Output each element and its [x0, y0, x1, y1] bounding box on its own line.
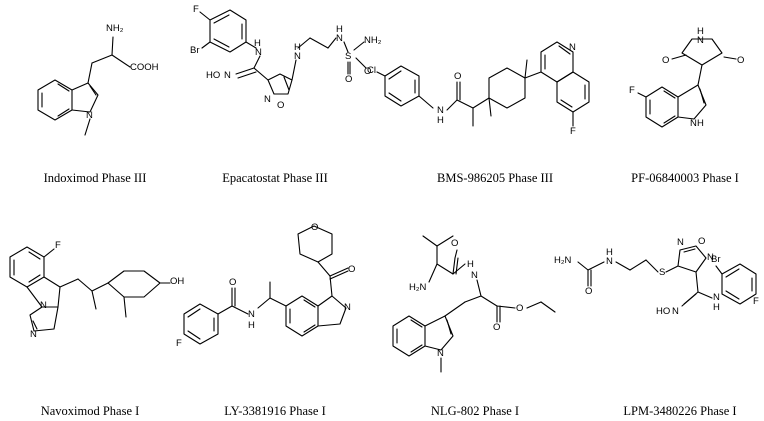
epacatostat-atom-n4: N	[224, 70, 231, 81]
lpm-3480226-atom-br: Br	[711, 254, 721, 265]
nlg-802-structure	[392, 235, 556, 373]
indoximod-atom-cooh: COOH	[130, 62, 159, 73]
bms-986205-atom-n: N	[437, 105, 444, 116]
bms-986205-atom-f: F	[570, 126, 576, 137]
ly-3381916-atom-n: N	[248, 309, 255, 320]
nlg-802-atom-o2: O	[493, 322, 501, 333]
caption-indoximod: Indoximod Phase III	[43, 171, 147, 185]
bms-986205-structure	[376, 41, 590, 127]
lpm-3480226-atom-hon: HO	[656, 306, 671, 317]
nlg-802-atom-h2n: H₂N	[409, 282, 427, 293]
epacatostat-atom-o1: O	[345, 74, 353, 85]
epacatostat-atom-nh1: H	[254, 38, 261, 49]
pf-06840003-atom-o2: O	[737, 55, 745, 66]
ly-3381916-atom-h: H	[248, 320, 255, 331]
compound-indoximod: NH₂ COOH N	[20, 15, 170, 165]
nlg-802-atom-o1: O	[451, 238, 459, 249]
caption-epacatostat: Epacatostat Phase III	[222, 171, 328, 185]
indoximod-structure	[37, 36, 131, 136]
epacatostat-atom-nh2b: NH₂	[364, 35, 382, 46]
bms-986205-atom-h: H	[437, 115, 444, 126]
ly-3381916-atom-o1: O	[311, 222, 319, 233]
epacatostat-atom-n2: N	[294, 51, 301, 62]
epacatostat-atom-hon: HO	[206, 70, 221, 81]
pf-06840003-atom-h: H	[697, 26, 704, 37]
pf-06840003-atom-n: N	[697, 35, 704, 46]
epacatostat-atom-f: F	[193, 4, 199, 15]
pf-06840003-atom-ni: N	[690, 118, 697, 129]
epacatostat-atom-o3: O	[277, 100, 285, 111]
lpm-3480226-atom-f: F	[753, 296, 759, 307]
lpm-3480226-atom-h2n: H₂N	[554, 255, 572, 266]
lpm-3480226-atom-n1: N	[606, 256, 613, 267]
compound-lpm-3480226: H₂N O H N S N O N Br F HO N H N	[550, 222, 762, 387]
nlg-802-atom-n1: N	[471, 270, 478, 281]
epacatostat-atom-o2: O	[364, 66, 372, 77]
caption-bms-986205: BMS-986205 Phase III	[437, 171, 553, 185]
nlg-802-atom-h: H	[467, 259, 474, 270]
pf-06840003-atom-hi: H	[697, 118, 704, 129]
lpm-3480226-structure	[577, 245, 757, 307]
ly-3381916-structure	[183, 225, 349, 345]
lpm-3480226-atom-n2: N	[677, 237, 684, 248]
caption-lpm-3480226: LPM-3480226 Phase I	[623, 404, 737, 418]
pf-06840003-atom-f: F	[629, 85, 635, 96]
ly-3381916-atom-n2: N	[344, 302, 351, 313]
compound-ly-3381916: O O O H N N F	[172, 222, 382, 382]
epacatostat-atom-n3: N	[336, 33, 343, 44]
caption-pf-06840003: PF-06840003 Phase I	[631, 171, 739, 185]
lpm-3480226-atom-s: S	[659, 267, 666, 278]
lpm-3480226-atom-h1: H	[606, 247, 613, 258]
compound-epacatostat: F Br H N H N H N S NH₂ O O HO N N O	[188, 2, 388, 167]
pf-06840003-structure	[637, 38, 737, 128]
ly-3381916-atom-o3: O	[348, 264, 356, 275]
bms-986205-atom-cl: Cl	[367, 65, 376, 76]
compound-pf-06840003: H N O O F N H	[620, 15, 760, 165]
caption-ly-3381916: LY-3381916 Phase I	[224, 404, 326, 418]
ly-3381916-atom-o2: O	[229, 277, 237, 288]
lpm-3480226-atom-n3: N	[707, 252, 714, 263]
ly-3381916-atom-f: F	[176, 338, 182, 349]
epacatostat-atom-nh3: H	[336, 24, 343, 35]
compound-navoximod: F OH N N	[0, 225, 200, 375]
nlg-802-atom-n2: N	[437, 348, 444, 359]
bms-986205-atom-nq: N	[569, 42, 576, 53]
epacatostat-atom-n1: N	[255, 47, 262, 58]
caption-nlg-802: NLG-802 Phase I	[430, 404, 520, 418]
lpm-3480226-atom-h2: H	[713, 302, 720, 313]
lpm-3480226-atom-n4: N	[672, 306, 679, 317]
compound-bms-986205: Cl H N O N F	[365, 18, 615, 168]
compound-nlg-802: O H₂N H N O O N	[385, 222, 565, 387]
epacatostat-atom-n5: N	[264, 94, 271, 105]
epacatostat-atom-br: Br	[190, 45, 200, 56]
lpm-3480226-atom-o2: O	[698, 236, 706, 247]
lpm-3480226-atom-n5: N	[713, 292, 720, 303]
caption-navoximod: Navoximod Phase I	[40, 404, 140, 418]
navoximod-structure	[9, 246, 171, 332]
pf-06840003-atom-o1: O	[662, 55, 670, 66]
indoximod-atom-n: N	[86, 110, 93, 121]
lpm-3480226-atom-o1: O	[585, 286, 593, 297]
epacatostat-atom-s: S	[345, 51, 352, 62]
navoximod-atom-n1: N	[40, 300, 47, 311]
navoximod-atom-oh: OH	[170, 276, 185, 287]
epacatostat-atom-nh2: H	[294, 42, 301, 53]
indoximod-atom-nh2: NH₂	[106, 23, 124, 34]
nlg-802-atom-o3: O	[516, 303, 524, 314]
navoximod-atom-f: F	[55, 240, 61, 251]
bms-986205-atom-o: O	[454, 71, 462, 82]
epacatostat-structure	[199, 9, 367, 95]
navoximod-atom-n2: N	[30, 329, 37, 340]
